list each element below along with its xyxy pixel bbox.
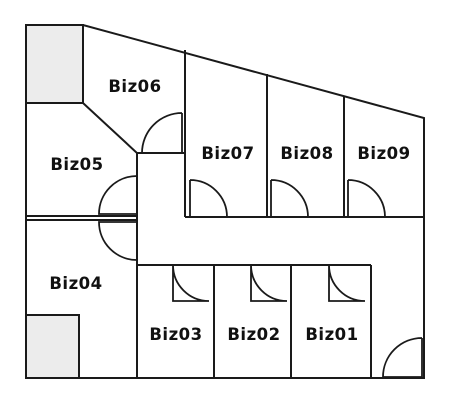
room-label-biz05: Biz05 [50, 155, 103, 174]
outer-wall [25, 24, 425, 379]
room-label-biz04: Biz04 [49, 274, 102, 293]
door-exit [382, 337, 423, 378]
door-biz02 [250, 264, 288, 302]
door-biz04 [98, 221, 138, 261]
door-biz07 [189, 179, 228, 218]
door-biz09 [347, 179, 386, 218]
door-biz05 [98, 175, 138, 215]
door-biz08 [270, 179, 309, 218]
room-label-biz09: Biz09 [357, 144, 410, 163]
door-biz01 [328, 264, 366, 302]
shaded-area-bottom-left [25, 314, 80, 379]
door-biz06 [141, 112, 183, 154]
room-label-biz03: Biz03 [149, 325, 202, 344]
room-label-biz08: Biz08 [280, 144, 333, 163]
room-label-biz06: Biz06 [108, 77, 161, 96]
door-biz03 [172, 264, 210, 302]
wall-biz05-biz06 [26, 102, 138, 265]
shaded-area-top-left [25, 24, 84, 104]
room-label-biz02: Biz02 [227, 325, 280, 344]
room-label-biz07: Biz07 [201, 144, 254, 163]
room-label-biz01: Biz01 [305, 325, 358, 344]
